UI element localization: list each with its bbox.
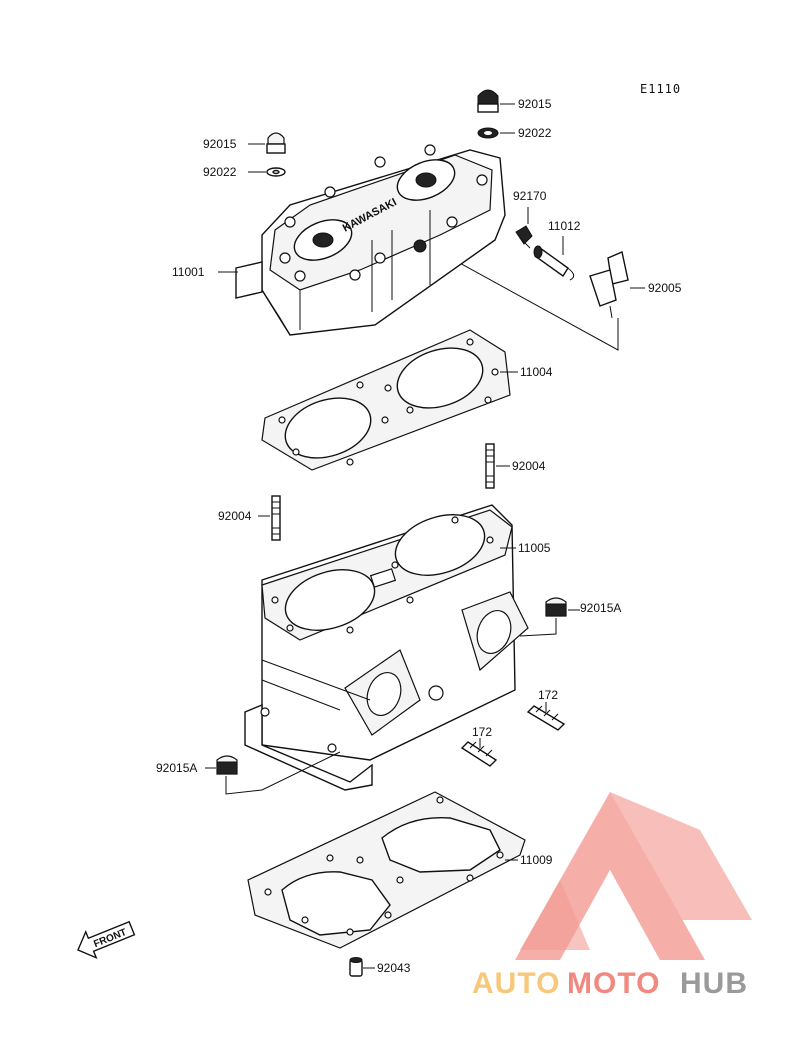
label-172-lower: 172 [472,725,492,739]
diagram-ref-code: E1110 [640,82,681,96]
label-172-upper: 172 [538,688,558,702]
label-92004-left: 92004 [218,509,252,523]
dowel-pin-92043 [349,957,363,977]
head-gasket-11004 [261,329,511,471]
label-92170: 92170 [513,189,547,203]
cap-nut-92015 [477,89,499,113]
base-gasket-11009 [247,791,526,949]
nut-92015A-right [545,597,567,617]
label-11012: 11012 [548,219,581,233]
watermark-text-hub: HUB [680,967,748,1000]
hose-11012 [533,245,575,281]
stud-92004-left [271,495,281,541]
label-92015A-left: 92015A [156,761,197,775]
label-92015A-right: 92015A [580,601,621,615]
label-92005: 92005 [648,281,682,295]
watermark-logo [515,792,752,960]
label-11009: 11009 [520,853,553,867]
label-92015: 92015 [518,97,552,111]
clamp-92170 [515,225,533,249]
stud-92004-right [485,443,495,489]
stud-172-upper [526,705,566,731]
label-11004: 11004 [520,365,553,379]
label-92015-left: 92015 [203,137,237,151]
front-arrow-icon: FRONT [77,920,136,960]
label-92022-left: 92022 [203,165,237,179]
cylinder-head-11001: KAWASAKI [235,144,506,336]
watermark-text-auto: AUTO [472,967,560,1000]
label-11001: 11001 [172,265,205,279]
label-92043: 92043 [377,961,411,975]
label-11005: 11005 [518,541,551,555]
watermark-text-moto: MOTO [567,967,660,1000]
label-92004-right: 92004 [512,459,546,473]
fitting-92005 [589,251,629,319]
label-92022: 92022 [518,126,552,140]
cylinder-block-11005 [244,504,529,791]
stud-172-lower [460,741,498,767]
nut-92015A-left [216,755,238,775]
cap-nut-92015-left [266,132,286,154]
